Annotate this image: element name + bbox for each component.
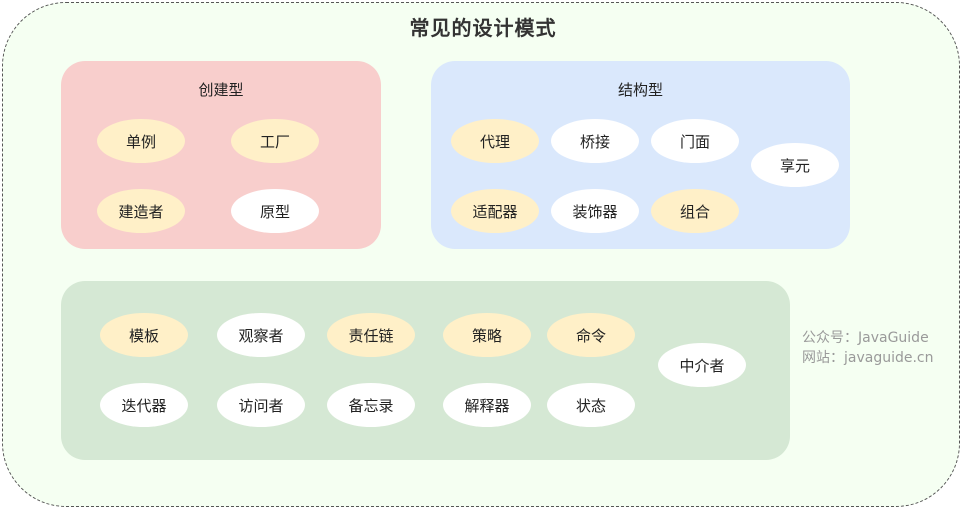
pattern-factory: 工厂 [231, 119, 319, 163]
pattern-template: 模板 [100, 313, 188, 357]
pattern-singleton: 单例 [97, 119, 185, 163]
pattern-command: 命令 [547, 313, 635, 357]
pattern-decorator: 装饰器 [551, 189, 639, 233]
pattern-visitor: 访问者 [217, 383, 305, 427]
diagram-title: 常见的设计模式 [409, 16, 557, 40]
group-label-creational: 创建型 [198, 81, 244, 99]
pattern-interpreter: 解释器 [443, 383, 531, 427]
pattern-flyweight: 享元 [751, 143, 839, 187]
watermark-wechat: 公众号：JavaGuide [802, 330, 929, 346]
pattern-builder: 建造者 [97, 189, 185, 233]
pattern-proxy: 代理 [451, 119, 539, 163]
pattern-memento: 备忘录 [327, 383, 415, 427]
pattern-facade: 门面 [651, 119, 739, 163]
watermark-website: 网站：javaguide.cn [802, 350, 934, 366]
pattern-iterator: 迭代器 [100, 383, 188, 427]
pattern-strategy: 策略 [443, 313, 531, 357]
pattern-adapter: 适配器 [451, 189, 539, 233]
group-label-structural: 结构型 [617, 81, 663, 99]
pattern-prototype: 原型 [231, 189, 319, 233]
pattern-state: 状态 [547, 383, 635, 427]
pattern-chain: 责任链 [327, 313, 415, 357]
pattern-observer: 观察者 [217, 313, 305, 357]
pattern-mediator: 中介者 [658, 343, 746, 387]
pattern-composite: 组合 [651, 189, 739, 233]
pattern-bridge: 桥接 [551, 119, 639, 163]
